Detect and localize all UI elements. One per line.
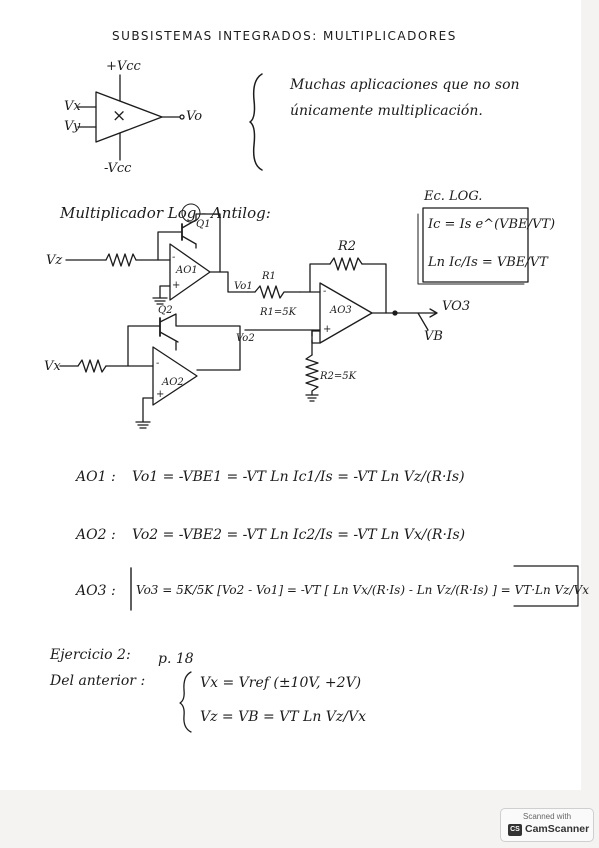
camscanner-stamp: Scanned with CS CamScanner — [500, 808, 594, 842]
camscanner-logo-icon: CS — [508, 824, 522, 836]
resistor-vx — [77, 359, 107, 373]
vb-label: VB — [424, 329, 443, 344]
r1-label: R1 — [262, 271, 276, 282]
stamp-line-1: Scanned with — [522, 812, 572, 821]
input-y-label: Vy — [64, 119, 81, 134]
notebook-page: SUBSISTEMAS INTEGRADOS: MULTIPLICADORES … — [0, 0, 589, 790]
eq-ao1-label: AO1 : — [76, 469, 116, 485]
opamp-ao1 — [169, 243, 211, 301]
vo1-label: Vo1 — [234, 281, 253, 292]
ao2-plus: + — [156, 389, 165, 400]
eq-ao1: Vo1 = -VBE1 = -VT Ln Ic1/Is = -VT Ln Vz/… — [132, 469, 465, 485]
q2-label: Q2 — [158, 305, 173, 316]
q1-label: Q1 — [196, 219, 211, 230]
ao2-minus: - — [156, 358, 160, 369]
exercise-line-1: Vx = Vref (±10V, +2V) — [200, 675, 362, 691]
eq-ao2: Vo2 = -VBE2 = -VT Ln Ic2/Is = -VT Ln Vx/… — [132, 527, 466, 543]
stamp-line-2: CamScanner — [525, 823, 590, 835]
eq-ao2-label: AO2 : — [76, 527, 116, 543]
opamp-ao2 — [152, 346, 198, 406]
ao1-minus: - — [172, 252, 176, 263]
brace — [249, 73, 263, 171]
ao1-plus: + — [172, 280, 181, 291]
vo3-label: VO3 — [442, 299, 471, 314]
transistor-q1 — [181, 203, 201, 223]
vx-label: Vx — [44, 359, 61, 374]
resistor-r2 — [329, 257, 363, 271]
note-line-2: únicamente multiplicación. — [290, 103, 483, 119]
vcc-pos-label: +Vcc — [106, 59, 141, 74]
eq-ao3-label: AO3 : — [76, 583, 116, 599]
multiplier-block — [95, 91, 163, 143]
section-title: Multiplicador Log - Antilog: — [60, 204, 271, 222]
resistor-vz — [105, 253, 137, 267]
r2-value: R2=5K — [320, 371, 357, 382]
exercise-from: Del anterior : — [50, 673, 146, 689]
resistor-r1 — [254, 285, 301, 299]
ao2-label: AO2 — [162, 377, 184, 388]
input-x-label: Vx — [64, 99, 81, 114]
ec-log-box — [422, 207, 529, 283]
exercise-page: p. 18 — [158, 651, 194, 667]
exercise-brace — [179, 671, 192, 733]
hand-drawn-schematics — [59, 73, 579, 733]
exercise-line-2: Vz = VB = VT Ln Vz/Vx — [200, 709, 367, 725]
r1-value: R1=5K — [260, 307, 297, 318]
page-title: SUBSISTEMAS INTEGRADOS: MULTIPLICADORES — [112, 29, 457, 43]
ao3-plus: + — [323, 324, 332, 335]
result-box — [513, 565, 579, 607]
ec-log-line-2: Ln Ic/Is = VBE/VT — [428, 255, 548, 270]
resistor-r2-ground — [305, 354, 319, 396]
ec-log-line-1: Ic = Is e^(VBE/VT) — [428, 217, 556, 232]
output-label: Vo — [186, 109, 203, 124]
ec-log-title: Ec. LOG. — [424, 189, 483, 204]
r2-label: R2 — [338, 239, 357, 254]
multiply-symbol: × — [112, 106, 127, 126]
ao3-minus: - — [323, 286, 327, 297]
vz-label: Vz — [46, 253, 63, 268]
vo2-label: Vo2 — [236, 333, 255, 344]
note-line-1: Muchas aplicaciones que no son — [290, 77, 520, 93]
ao1-label: AO1 — [176, 265, 198, 276]
vcc-neg-label: -Vcc — [104, 161, 132, 176]
opamp-ao3 — [319, 282, 373, 344]
ao3-label: AO3 — [330, 305, 352, 316]
eq-ao3: Vo3 = 5K/5K [Vo2 - Vo1] = -VT [ Ln Vx/(R… — [136, 583, 589, 597]
exercise-title: Ejercicio 2: — [50, 647, 131, 663]
